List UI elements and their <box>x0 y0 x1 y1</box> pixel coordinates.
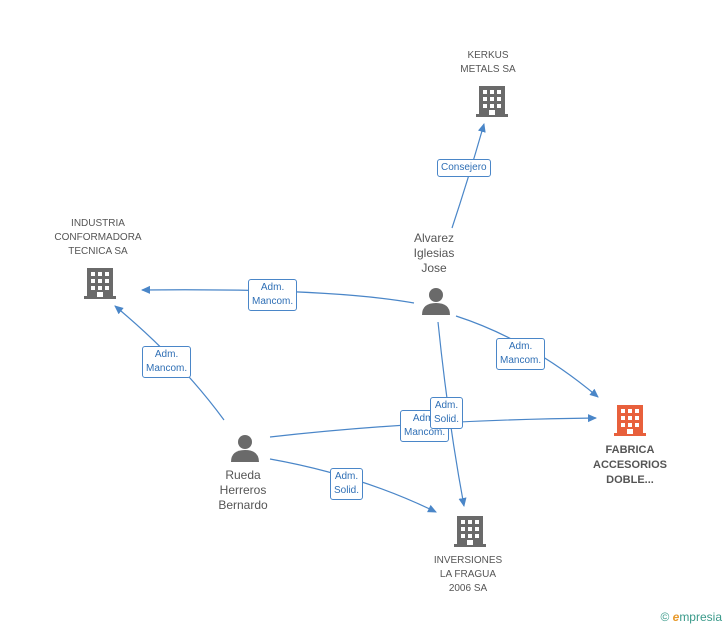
edge-label-rueda-industria: Adm. Mancom. <box>142 346 192 378</box>
edge-alvarez-industria <box>141 285 415 304</box>
industria-label: INDUSTRIA CONFORMADORA TECNICA SA <box>54 218 142 257</box>
fabrica-building-icon[interactable] <box>614 405 646 436</box>
kerkus-building-icon[interactable] <box>476 86 508 117</box>
brand-initial: e <box>672 610 680 624</box>
industria-building-icon[interactable] <box>84 268 116 299</box>
kerkus-label: KERKUS METALS SA <box>460 50 516 75</box>
brand-name: mpresia <box>679 610 722 624</box>
fabrica-label: FABRICA ACCESORIOS DOBLE... <box>593 444 667 486</box>
inversiones-building-icon[interactable] <box>454 516 486 547</box>
edge-alvarez-kerkus <box>451 123 486 229</box>
rueda-person-icon[interactable] <box>231 435 259 462</box>
alvarez-person-icon[interactable] <box>422 288 450 315</box>
edge-label-alvarez-inversiones: Adm. Solid. <box>430 397 464 429</box>
inversiones-label: INVERSIONES LA FRAGUA 2006 SA <box>433 555 503 594</box>
edge-label-rueda-inversiones: Adm. Solid. <box>330 468 364 500</box>
edge-label-alvarez-fabrica: Adm. Mancom. <box>496 338 546 370</box>
rueda-label: Rueda Herreros Bernardo <box>218 468 268 512</box>
alvarez-label: Alvarez Iglesias Jose <box>413 231 455 275</box>
brand-logo: © empresia <box>660 610 722 624</box>
copyright-symbol: © <box>660 610 670 624</box>
edge-label-consejero: Consejero <box>437 159 491 177</box>
edge-label-alvarez-industria: Adm. Mancom. <box>248 279 298 311</box>
